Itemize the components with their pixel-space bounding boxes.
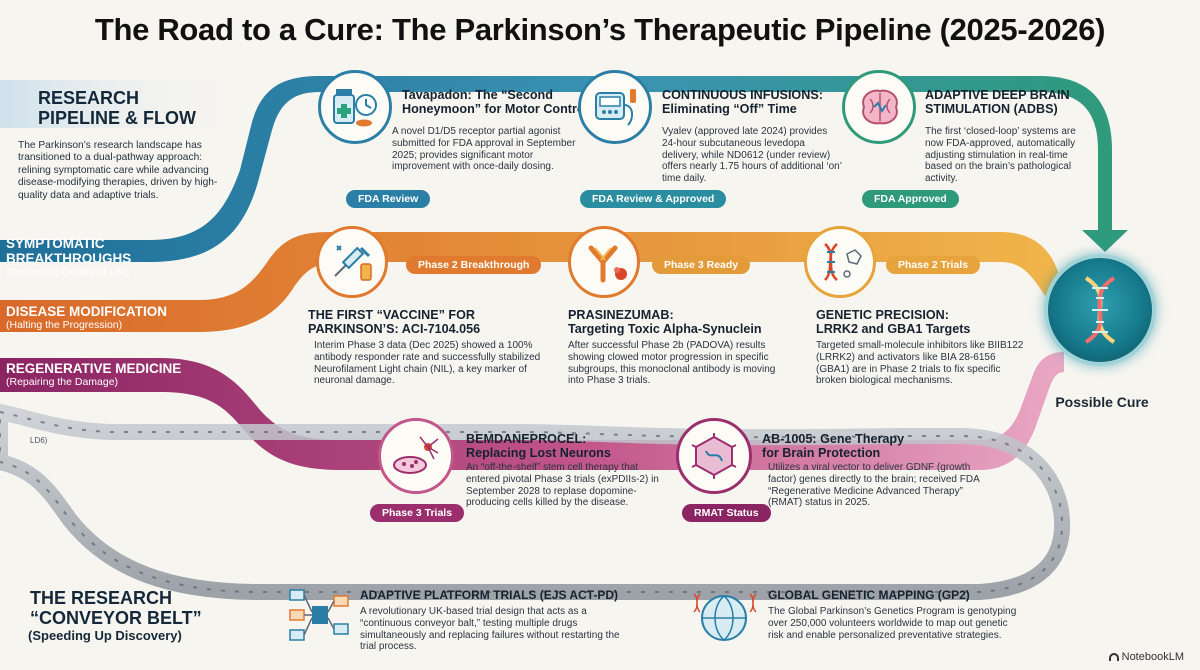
platform-title: Adaptive Platform Trials (EJS ACT-PD) xyxy=(360,588,618,602)
conveyor-heading: The Research “Conveyor Belt” xyxy=(30,588,202,628)
adbs-body: The first ‘closed-loop’ systems are now … xyxy=(925,126,1076,185)
possible-cure-label: Possible Cure xyxy=(1055,394,1149,410)
ab1005-body: Utilizes a viral vector to deliver GDNF … xyxy=(768,462,980,509)
possible-cure-badge xyxy=(1044,254,1156,366)
gp2-title: Global Genetic Mapping (GP2) xyxy=(768,588,970,602)
infusions-status-badge: FDA Review & Approved xyxy=(580,190,727,208)
intro-heading: Research Pipeline & Flow xyxy=(38,88,197,128)
petri-dish-neuron-icon xyxy=(378,418,454,494)
vaccine-status-badge: Phase 2 Breakthrough xyxy=(406,256,542,274)
tavapadon-body: A novel D1/D5 receptor partial agonist s… xyxy=(392,126,576,173)
symptomatic-ribbon xyxy=(0,76,1128,262)
bemdaneprocel-status-badge: Phase 3 Trials xyxy=(370,504,465,522)
ab1005-title: AB-1005: Gene Therapy for Brain Protecti… xyxy=(762,432,905,460)
genetic-status-badge: Phase 2 Trials xyxy=(886,256,981,274)
intro-banner xyxy=(0,80,252,128)
adbs-status-badge: FDA Approved xyxy=(862,190,959,208)
page-title: The Road to a Cure: The Parkinson’s Ther… xyxy=(94,12,1106,47)
regenerative-track-label: Regenerative Medicine (Repairing the Dam… xyxy=(6,361,182,388)
prasinezumab-status-badge: Phase 3 Ready xyxy=(652,256,751,274)
prasinezumab-body: After successful Phase 2b (PADOVA) resul… xyxy=(568,340,776,387)
platform-body: A revolutionary UK-based trial design th… xyxy=(360,606,620,653)
tavapadon-title: Tavapadon: The “Second Honeymoon” for Mo… xyxy=(402,88,589,116)
belt-tag: LD6) xyxy=(30,436,48,445)
conveyor-subheading: (Speeding Up Discovery) xyxy=(28,628,182,643)
genetic-title: Genetic Precision: LRRK2 and GBA1 Target… xyxy=(816,308,971,336)
network-flow-icon xyxy=(286,586,352,646)
infusion-pump-icon xyxy=(578,70,652,144)
notebooklm-logo-icon xyxy=(1108,653,1119,662)
modification-track-label: Disease Modification (Halting the Progre… xyxy=(6,304,168,331)
symptomatic-track-label: Symptomatic Breakthroughs (Optimizing Qu… xyxy=(6,236,132,278)
antibody-icon xyxy=(568,226,640,298)
vaccine-body: Interim Phase 3 data (Dec 2025) showed a… xyxy=(314,340,541,387)
infusions-title: Continuous Infusions: Eliminating “Off” … xyxy=(662,88,823,116)
bemdaneprocel-body: An “off-the-shelf” stem cell therapy tha… xyxy=(466,462,659,509)
brain-icon xyxy=(842,70,916,144)
modification-ribbon xyxy=(0,232,1060,332)
intro-body: The Parkinson’s research landscape has t… xyxy=(18,140,218,201)
vaccine-title: The First “Vaccine” for Parkinson’s: ACI… xyxy=(308,308,481,336)
tavapadon-status-badge: FDA Review xyxy=(346,190,431,208)
globe-dna-icon xyxy=(690,586,760,646)
dna-molecule-icon xyxy=(804,226,876,298)
genetic-body: Targeted small-molecule inhibitors like … xyxy=(816,340,1024,387)
gp2-body: The Global Parkinson’s Genetics Program … xyxy=(768,606,1017,641)
adbs-title: Adaptive Deep Brain Stimulation (aDBS) xyxy=(925,88,1070,116)
medicine-bottle-clock-icon xyxy=(318,70,392,144)
viral-vector-icon xyxy=(676,418,752,494)
notebooklm-brand: NotebookLM xyxy=(1108,651,1184,663)
syringe-vial-icon xyxy=(316,226,388,298)
bemdaneprocel-title: Bemdaneprocel: Replacing Lost Neurons xyxy=(466,432,611,460)
ab1005-status-badge: RMAT Status xyxy=(682,504,771,522)
infusions-body: Vyalev (approved late 2024) provides 24-… xyxy=(662,126,842,185)
prasinezumab-title: Prasinezumab: Targeting Toxic Alpha-Synu… xyxy=(568,308,762,336)
dna-helix-icon xyxy=(1084,276,1116,344)
